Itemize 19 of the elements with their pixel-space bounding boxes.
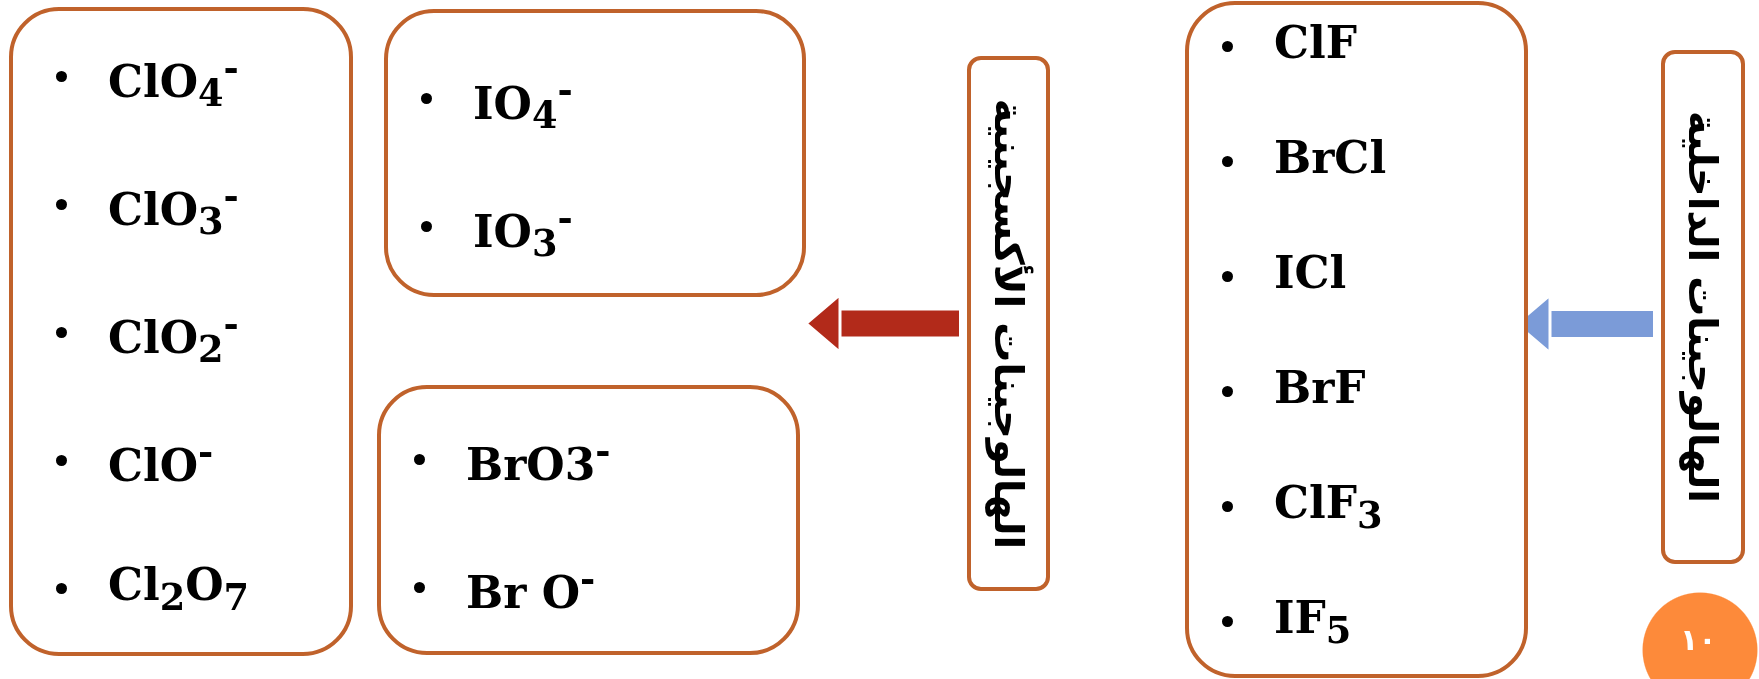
page-number: ١٠ xyxy=(1680,622,1717,657)
list-box xyxy=(9,7,353,656)
formula-text: ClO$^{-}$ xyxy=(108,435,214,488)
vertical-heading: الهالوجينات الداخلية xyxy=(1680,110,1726,504)
formula-text: ClF xyxy=(1274,21,1357,65)
formula-text: ICl xyxy=(1274,251,1347,295)
label-box xyxy=(967,56,1050,591)
formula-text: BrF xyxy=(1274,366,1366,410)
formula-text: IF$_{5}$ xyxy=(1274,596,1352,650)
list-box xyxy=(384,9,806,297)
list-box xyxy=(1185,1,1528,678)
label-box xyxy=(1661,50,1745,564)
formula-text: BrO3$^{-}$ xyxy=(466,434,611,487)
vertical-heading: الهالوجينات الأكسجينية xyxy=(985,98,1032,549)
formula-text: Br O$^{-}$ xyxy=(466,562,596,615)
formula-text: BrCl xyxy=(1274,136,1387,180)
formula-text: Cl$_{2}$O$_{7}$ xyxy=(108,563,250,617)
list-box xyxy=(377,385,800,655)
formula-text: ClF$_{3}$ xyxy=(1274,481,1383,535)
